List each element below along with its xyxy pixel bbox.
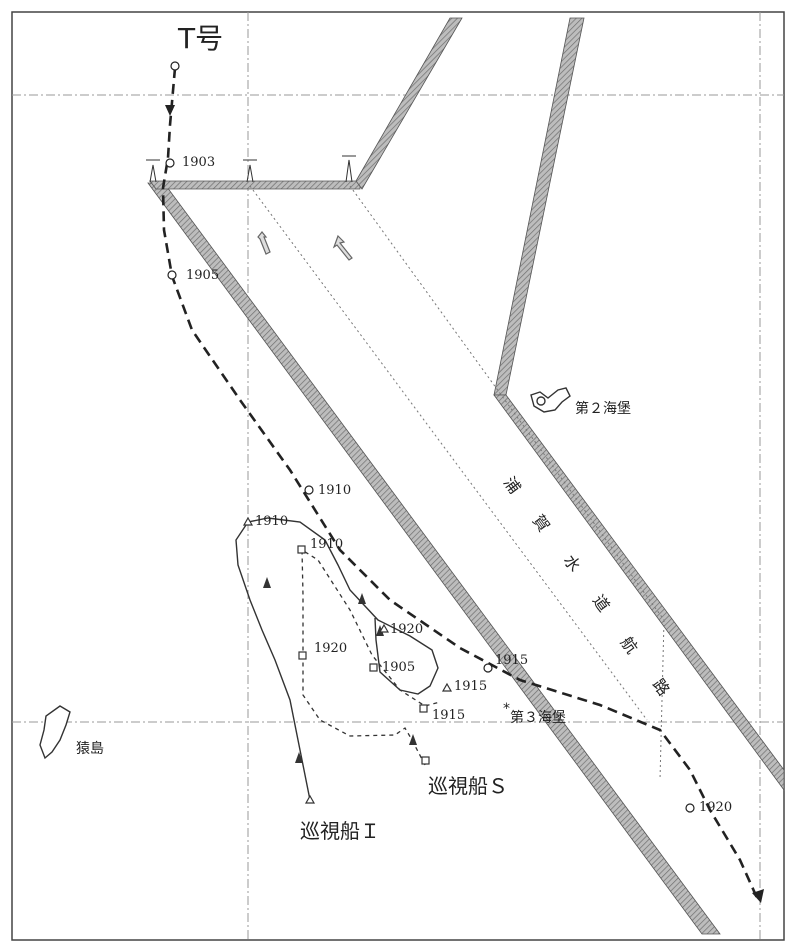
patrol-s-positions bbox=[297, 545, 430, 765]
arrow-icon bbox=[752, 889, 764, 903]
sarushima-label: 猿島 bbox=[76, 741, 104, 757]
patrol-i-label: 巡視船Ｉ bbox=[300, 819, 380, 843]
ship-t-route bbox=[161, 67, 760, 901]
lane-lines bbox=[249, 185, 665, 781]
i-time-1910: 1910 bbox=[255, 514, 288, 529]
patrol-i-route bbox=[235, 517, 439, 801]
channel-boundaries bbox=[147, 17, 785, 935]
arrow-icon bbox=[332, 234, 353, 261]
arrow-icon bbox=[165, 105, 175, 116]
arrow-icon bbox=[263, 577, 271, 588]
traffic-direction-arrows bbox=[257, 231, 353, 261]
fort2-island bbox=[530, 387, 571, 413]
sarushima-island bbox=[39, 705, 71, 760]
patrol-s-route bbox=[301, 548, 441, 766]
channel-name-char: 賀 bbox=[529, 511, 554, 535]
channel-name-char: 浦 bbox=[500, 473, 525, 497]
channel-east-boundary-upper bbox=[493, 17, 585, 396]
i-time-1920: 1920 bbox=[390, 622, 423, 637]
ship-t-arrows bbox=[165, 105, 764, 903]
islands bbox=[39, 387, 571, 760]
i-time-1915: 1915 bbox=[454, 679, 487, 694]
patrol-s-arrows bbox=[358, 593, 417, 745]
channel-west-boundary bbox=[147, 182, 721, 935]
t-time-1915: 1915 bbox=[495, 653, 528, 668]
fort3-star-icon: * bbox=[503, 701, 510, 717]
s-time-1920: 1920 bbox=[314, 641, 347, 656]
buoys bbox=[146, 155, 356, 183]
buoy-icon bbox=[342, 155, 356, 183]
map-frame bbox=[11, 11, 785, 941]
t-time-1905: 1905 bbox=[186, 268, 219, 283]
t-time-1910: 1910 bbox=[318, 483, 351, 498]
ship-t-positions bbox=[165, 61, 695, 813]
patrol-i-arrows bbox=[263, 577, 384, 763]
channel-name-char: 道 bbox=[589, 591, 614, 615]
fort2-label: 第２海堡 bbox=[575, 400, 631, 417]
channel-name-char: 水 bbox=[560, 551, 585, 575]
channel-name-char: 航 bbox=[617, 633, 642, 657]
arrow-icon bbox=[376, 625, 384, 636]
patrol-i-positions bbox=[242, 516, 453, 804]
fort3-label: 第３海堡 bbox=[510, 709, 566, 726]
t-time-1903: 1903 bbox=[182, 155, 215, 170]
ship-t-label: T号 bbox=[177, 22, 223, 55]
s-time-1915: 1915 bbox=[432, 708, 465, 723]
s-time-1905: 1905 bbox=[382, 660, 415, 675]
buoy-icon bbox=[243, 159, 257, 183]
arrow-icon bbox=[358, 593, 366, 604]
buoy-icon bbox=[146, 159, 160, 183]
channel-name-char: 路 bbox=[649, 675, 674, 699]
channel-east-boundary-lower bbox=[493, 394, 785, 792]
patrol-s-label: 巡視船Ｓ bbox=[428, 774, 508, 798]
t-time-1920: 1920 bbox=[699, 800, 732, 815]
channel-northeast-boundary bbox=[355, 17, 463, 190]
channel-north-boundary bbox=[149, 180, 361, 190]
arrow-icon bbox=[295, 752, 303, 763]
time-labels: 1903 1905 1910 1915 1920 1910 1915 1920 … bbox=[182, 155, 732, 815]
arrow-icon bbox=[257, 231, 271, 255]
grid-lines bbox=[12, 12, 784, 940]
s-time-1910: 1910 bbox=[310, 537, 343, 552]
arrow-icon bbox=[409, 734, 417, 745]
